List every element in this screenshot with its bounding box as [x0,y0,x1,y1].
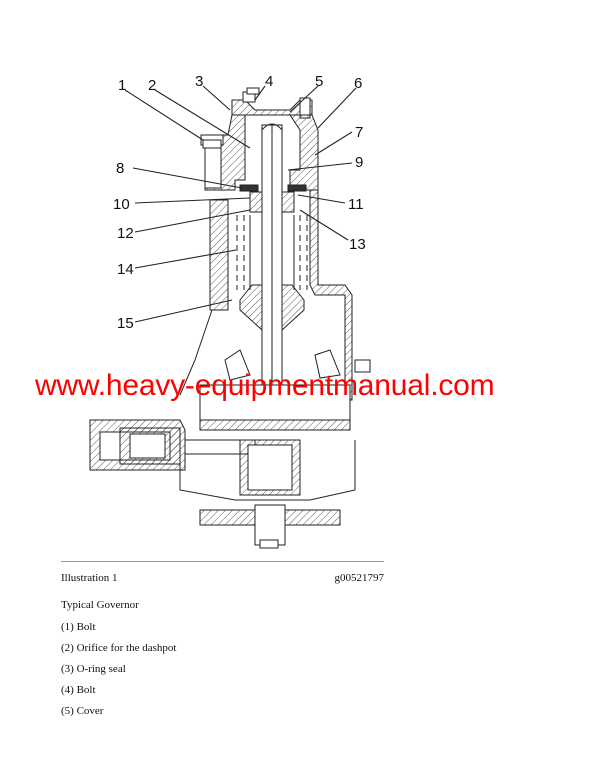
governor-illustration: 1 2 3 4 5 6 7 8 9 10 11 12 13 14 15 www.… [35,73,495,549]
illustration-id: g00521797 [334,572,385,584]
callout-7: 7 [355,124,364,141]
illustration-title: Typical Governor [61,599,139,611]
legend-item: (3) O-ring seal [61,663,126,675]
callout-3: 3 [195,73,204,90]
callout-13: 13 [349,236,366,253]
callout-5: 5 [315,73,324,90]
caption-divider [61,561,384,562]
callout-1: 1 [118,77,127,94]
caption-row: Illustration 1 g00521797 [61,572,384,584]
watermark-url: www.heavy-equipmentmanual.com [35,369,495,402]
callout-12: 12 [117,225,134,242]
callout-2: 2 [148,77,157,94]
callout-4: 4 [265,73,274,90]
callout-14: 14 [117,261,134,278]
callout-11: 11 [348,196,364,213]
governor-drawing [89,85,371,549]
legend-item: (4) Bolt [61,684,96,696]
callout-10: 10 [113,196,130,213]
legend-item: (1) Bolt [61,621,96,633]
legend-item: (5) Cover [61,705,104,717]
callout-15: 15 [117,315,134,332]
legend-item: (2) Orifice for the dashpot [61,642,177,654]
callout-9: 9 [355,154,364,171]
callout-8: 8 [116,160,125,177]
callout-6: 6 [354,75,363,92]
illustration-label: Illustration 1 [61,572,118,584]
